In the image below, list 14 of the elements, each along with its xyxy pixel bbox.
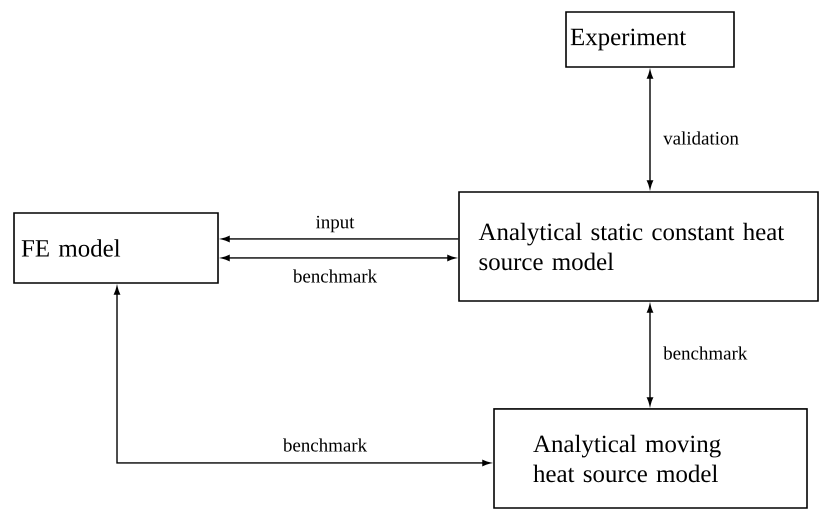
edge-label: validation [662,130,740,146]
arrow [646,70,654,189]
process-box: Experiment [565,11,735,68]
arrow [114,286,491,466]
edge-label: benchmark [282,437,368,453]
process-box: Analytical static constant heat source model [458,191,819,302]
edge-label: benchmark [662,345,748,361]
arrow [221,254,456,262]
process-box: FE model [13,212,219,284]
edge-label: benchmark [292,268,378,284]
process-box: Analytical moving heat source model [493,408,808,509]
arrow [221,236,458,242]
arrow [646,304,654,406]
edge-label: input [314,214,356,234]
